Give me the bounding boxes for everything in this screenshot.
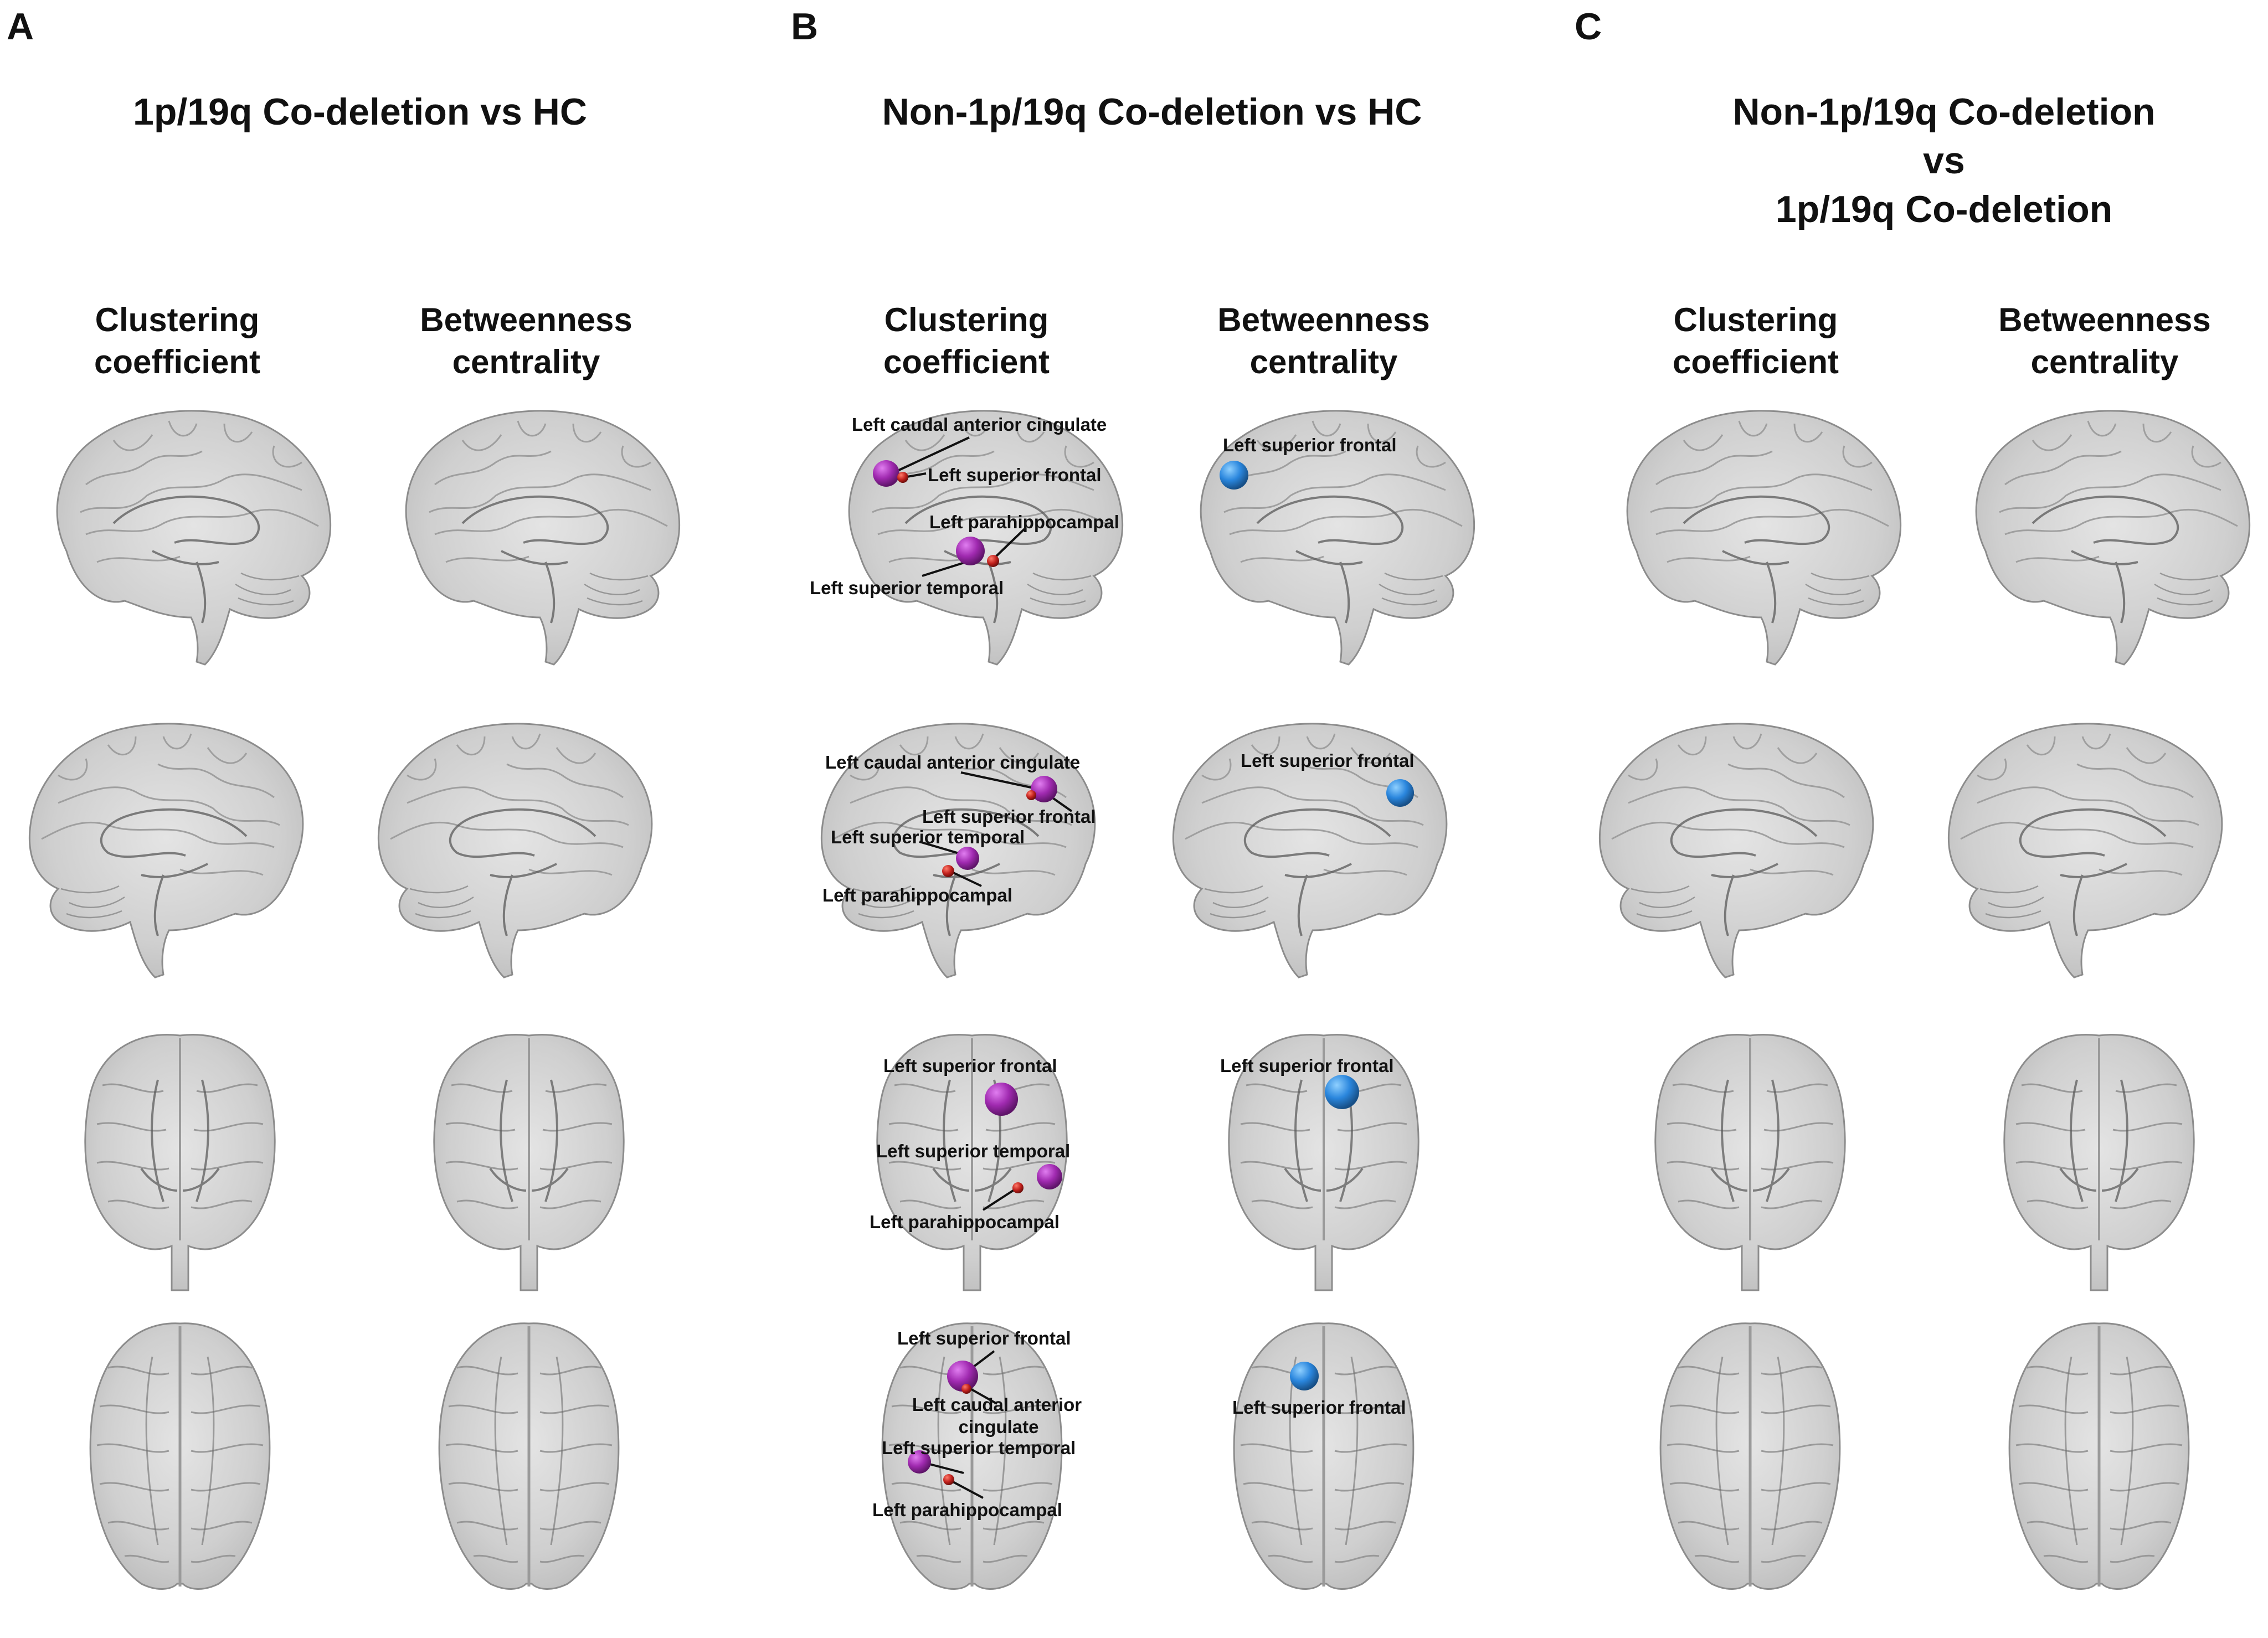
- label-b-r2-parahippocampal: Left parahippocampal: [822, 885, 1012, 905]
- label-b-r4-caudal-anterior: Left caudal anterior: [912, 1394, 1082, 1415]
- panel-c-betweenness-header: Betweenness centrality: [1998, 301, 2211, 380]
- panel-letter-b: B: [791, 6, 819, 48]
- brain-a-betweenness-coronal: [363, 1013, 695, 1296]
- panel-a-title-line-1: 1p/19q Co-deletion vs HC: [133, 91, 587, 133]
- label-b-r4-cingulate: cingulate: [958, 1416, 1039, 1437]
- label-b-r1-superior-frontal: Left superior frontal: [928, 465, 1102, 485]
- brain-c-clustering-sagittal-left: [1584, 385, 1916, 667]
- panel-b-title-line-1: Non-1p/19q Co-deletion vs HC: [882, 91, 1422, 133]
- brain-a-clustering-axial: [14, 1312, 346, 1595]
- brain-b-betweenness-axial: [1158, 1312, 1490, 1595]
- panel-letter-c: C: [1575, 6, 1602, 48]
- brain-a-betweenness-sagittal-left: [363, 385, 695, 667]
- brain-c-clustering-sagittal-right: [1584, 698, 1916, 980]
- label-b-betweenness-r2-superior-frontal: Left superior frontal: [1241, 750, 1415, 771]
- label-b-r1-parahippocampal: Left parahippocampal: [929, 512, 1119, 532]
- panel-letter-a: A: [7, 6, 34, 48]
- panel-c-title-line-2: vs: [1923, 140, 1965, 182]
- brain-c-betweenness-sagittal-left: [1933, 385, 2265, 667]
- panel-b-title: Non-1p/19q Co-deletion vs HC: [820, 87, 1484, 136]
- panel-c-title-line-3: 1p/19q Co-deletion: [1775, 188, 2113, 230]
- label-b-r2-superior-frontal: Left superior frontal: [922, 806, 1096, 827]
- label-b-r2-superior-temporal: Left superior temporal: [831, 827, 1025, 847]
- panel-c-title-line-1: Non-1p/19q Co-deletion: [1732, 91, 2156, 133]
- label-b-r4-parahippocampal: Left parahippocampal: [872, 1500, 1062, 1520]
- panel-b-clustering-header: Clustering coefficient: [883, 301, 1050, 380]
- label-b-r3-parahippocampal: Left parahippocampal: [870, 1212, 1060, 1232]
- brain-a-clustering-coronal: [14, 1013, 346, 1296]
- panel-a-clustering-header: Clustering coefficient: [94, 301, 261, 380]
- label-b-r1-superior-temporal: Left superior temporal: [810, 578, 1004, 598]
- label-b-betweenness-r4-superior-frontal: Left superior frontal: [1232, 1397, 1406, 1418]
- brain-a-clustering-sagittal-right: [14, 698, 346, 980]
- panel-c-title: Non-1p/19q Co-deletion vs 1p/19q Co-dele…: [1639, 87, 2249, 234]
- brain-c-clustering-coronal: [1584, 1013, 1916, 1296]
- panel-c-clustering-header: Clustering coefficient: [1672, 301, 1839, 380]
- brain-b-betweenness-sagittal-left: [1158, 385, 1490, 667]
- label-b-r2-caudal-anterior-cingulate: Left caudal anterior cingulate: [825, 752, 1081, 772]
- panel-a-title: 1p/19q Co-deletion vs HC: [55, 87, 665, 136]
- brain-a-clustering-sagittal-left: [14, 385, 346, 667]
- brain-c-clustering-axial: [1584, 1312, 1916, 1595]
- brain-b-betweenness-sagittal-right: [1158, 698, 1490, 980]
- label-b-r4-superior-temporal: Left superior temporal: [882, 1438, 1076, 1458]
- label-b-r4-superior-frontal: Left superior frontal: [897, 1328, 1071, 1348]
- label-b-betweenness-r3-superior-frontal: Left superior frontal: [1220, 1055, 1394, 1076]
- panel-a-betweenness-header: Betweenness centrality: [420, 301, 632, 380]
- brain-c-betweenness-axial: [1933, 1312, 2265, 1595]
- brain-c-betweenness-coronal: [1933, 1013, 2265, 1296]
- label-b-betweenness-r1-superior-frontal: Left superior frontal: [1223, 435, 1397, 455]
- panel-b-betweenness-header: Betweenness centrality: [1217, 301, 1430, 380]
- brain-c-betweenness-sagittal-right: [1933, 698, 2265, 980]
- label-b-r1-caudal-anterior-cingulate: Left caudal anterior cingulate: [852, 414, 1107, 435]
- brain-a-betweenness-axial: [363, 1312, 695, 1595]
- label-b-r3-superior-temporal: Left superior temporal: [876, 1141, 1071, 1161]
- label-b-r3-superior-frontal: Left superior frontal: [883, 1055, 1057, 1076]
- brain-a-betweenness-sagittal-right: [363, 698, 695, 980]
